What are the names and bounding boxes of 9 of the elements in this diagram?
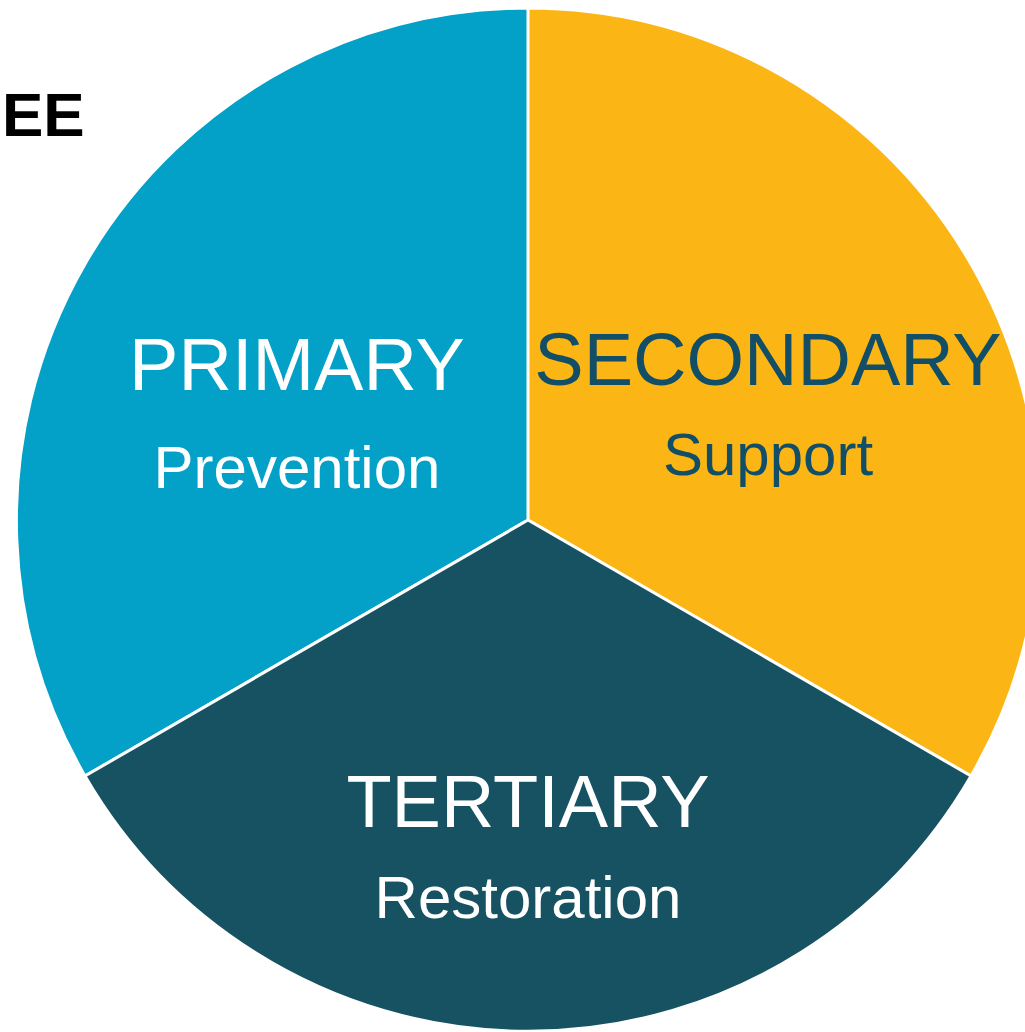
- slice-heading: PRIMARY: [129, 328, 465, 402]
- slice-subtitle: Support: [662, 425, 874, 485]
- title-text: EE: [2, 84, 85, 146]
- slice-heading: TERTIARY: [346, 765, 710, 839]
- pie-slice: [85, 520, 971, 1032]
- slice-subtitle: Prevention: [153, 438, 441, 498]
- pie-slice: [528, 8, 1025, 776]
- slice-subtitle: Restoration: [374, 868, 682, 928]
- slice-heading: SECONDARY: [534, 323, 1002, 397]
